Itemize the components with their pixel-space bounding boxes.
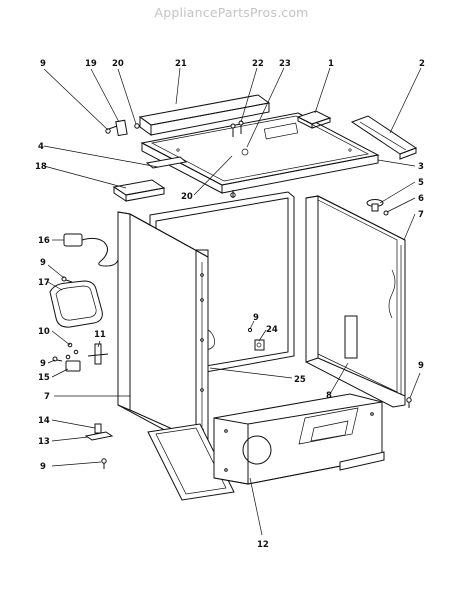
part-18-bracket — [112, 179, 166, 202]
callout-3: 3 — [418, 162, 424, 172]
callout-22: 22 — [252, 59, 264, 69]
callout-18: 18 — [35, 162, 47, 172]
callout-9-d: 9 — [253, 313, 259, 323]
callout-20-b: 20 — [181, 192, 193, 202]
callout-23: 23 — [279, 59, 291, 69]
callout-25: 25 — [294, 375, 306, 385]
callout-5: 5 — [418, 178, 424, 188]
watermark: AppliancePartsPros.com — [154, 5, 309, 20]
callout-6: 6 — [418, 194, 424, 204]
callout-14: 14 — [38, 416, 50, 426]
small-top-parts — [105, 119, 244, 198]
callout-10: 10 — [38, 327, 50, 337]
callout-labels: 9 19 20 21 22 23 1 2 4 18 20 3 5 6 7 16 … — [35, 59, 425, 550]
leader-lines — [43, 67, 422, 536]
top-panel — [140, 112, 380, 194]
callout-24: 24 — [266, 325, 278, 335]
base-frame — [147, 393, 385, 501]
callout-9-a: 9 — [40, 59, 46, 69]
callout-4: 4 — [38, 142, 44, 152]
small-left-parts — [52, 276, 109, 372]
callout-7-right: 7 — [418, 210, 424, 220]
callout-2: 2 — [419, 59, 425, 69]
part-1 — [296, 110, 332, 129]
callout-12: 12 — [257, 540, 269, 550]
part-4-strip — [145, 156, 188, 169]
callout-15: 15 — [38, 373, 50, 383]
part-2-strip — [350, 115, 418, 160]
power-cord — [63, 233, 119, 267]
right-side-panel — [305, 195, 412, 408]
callout-7-left: 7 — [44, 392, 50, 402]
callout-17: 17 — [38, 278, 50, 288]
bottom-left-parts — [84, 423, 114, 469]
part-5-6-clip — [366, 199, 389, 216]
callout-8: 8 — [326, 391, 332, 401]
callout-13: 13 — [38, 437, 50, 447]
callout-20-a: 20 — [112, 59, 124, 69]
callout-9-e: 9 — [418, 361, 424, 371]
part-17-gasket — [49, 280, 103, 328]
control-panel — [138, 94, 271, 136]
callout-1: 1 — [328, 59, 334, 69]
callout-9-b: 9 — [40, 258, 46, 268]
callout-11: 11 — [94, 330, 106, 340]
callout-9-c: 9 — [40, 359, 46, 369]
callout-9-f: 9 — [40, 462, 46, 472]
callout-19: 19 — [85, 59, 97, 69]
callout-16: 16 — [38, 236, 50, 246]
callout-21: 21 — [175, 59, 187, 69]
